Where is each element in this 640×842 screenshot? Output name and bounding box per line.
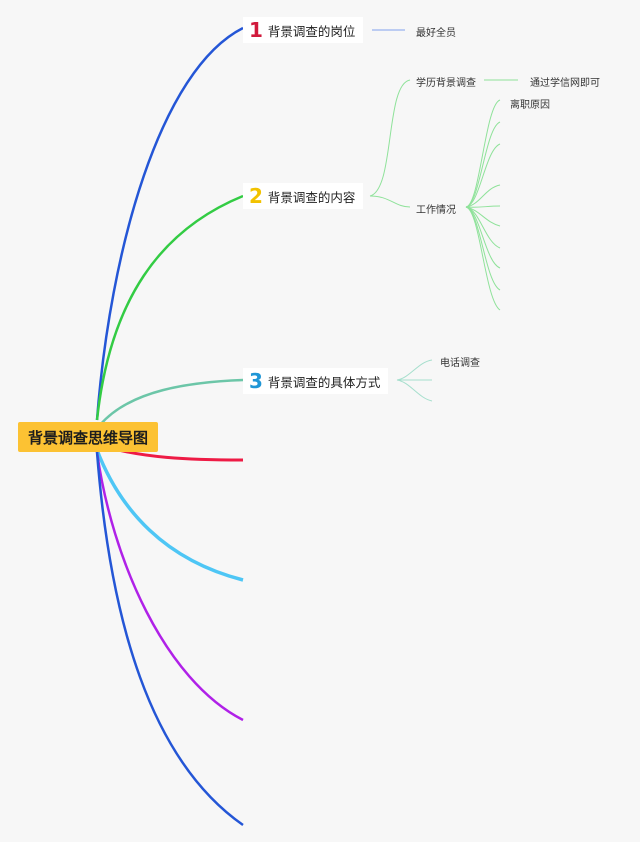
connector-branch-7: [95, 451, 244, 827]
leaf-label: 最好全员: [416, 28, 456, 39]
leaf-node-1-1[interactable]: 最好全员: [416, 24, 456, 39]
connector-leaf-2a: [369, 79, 411, 197]
connector-fan-method: [396, 359, 433, 402]
branch-label-1: 背景调查的岗位: [267, 23, 356, 39]
leaf-node-3-1[interactable]: 电话调查: [440, 354, 480, 369]
leaf-node-2-1-1[interactable]: 通过学信网即可: [530, 74, 600, 89]
root-label: 背景调查思维导图: [28, 428, 149, 447]
leaf-node-2-1[interactable]: 学历背景调查: [416, 74, 476, 89]
leaf-label: 通过学信网即可: [530, 78, 600, 89]
branch-label-3: 背景调查的具体方式: [267, 374, 381, 390]
branch-label-2: 背景调查的内容: [267, 189, 356, 205]
branch-number-2: 2: [249, 184, 263, 208]
branch-number-1: 1: [249, 18, 263, 42]
connector-branch-3: [99, 378, 244, 426]
connector-fan-work: [465, 99, 501, 311]
leaf-node-2-2[interactable]: 工作情况: [416, 201, 456, 216]
leaf-label: 工作情况: [416, 205, 456, 216]
connector-branch-5: [95, 449, 244, 582]
connector-branch-2: [95, 194, 244, 421]
leaf-label: 学历背景调查: [416, 78, 476, 89]
branch-number-3: 3: [249, 369, 263, 393]
leaf-label: 电话调查: [440, 358, 480, 369]
connector-branch-1: [95, 26, 244, 421]
branch-node-1[interactable]: 1 背景调查的岗位: [243, 17, 364, 43]
leaf-label: 离职原因: [510, 100, 550, 111]
connector-leaf-2b: [369, 195, 411, 208]
connector-branch-6: [95, 451, 244, 722]
branch-node-3[interactable]: 3 背景调查的具体方式: [243, 368, 389, 394]
branch-node-2[interactable]: 2 背景调查的内容: [243, 183, 364, 209]
leaf-node-2-2-1[interactable]: 离职原因: [510, 96, 550, 111]
root-node[interactable]: 背景调查思维导图: [18, 422, 159, 452]
